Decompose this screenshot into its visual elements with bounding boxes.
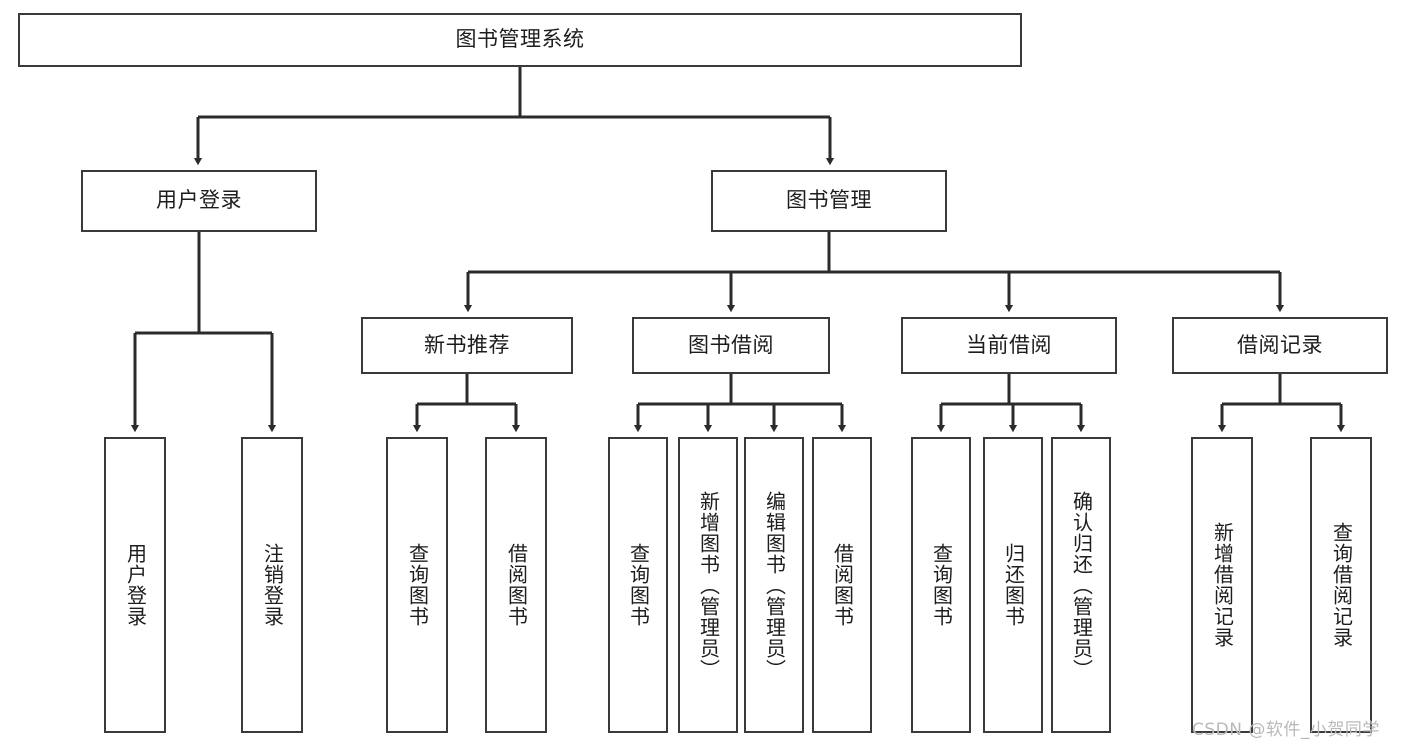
edge-currentborrow-to-leaves xyxy=(936,374,1086,433)
node-leaf-add-book-admin[interactable]: 新增图书（管理员） xyxy=(678,437,738,733)
node-leaf-borrow-book[interactable]: 借阅图书 xyxy=(812,437,872,733)
edge-bookborrow-to-leaves xyxy=(633,374,847,433)
edge-borrowrecord-to-leaves xyxy=(1217,374,1346,433)
node-book-management-label: 图书管理 xyxy=(786,188,872,213)
node-leaf-return-book[interactable]: 归还图书 xyxy=(983,437,1043,733)
node-user-login[interactable]: 用户登录 xyxy=(81,170,317,232)
node-borrow-record[interactable]: 借阅记录 xyxy=(1172,317,1388,374)
node-new-book-recommend-label: 新书推荐 xyxy=(424,332,510,357)
node-leaf-user-login-label: 用户登录 xyxy=(123,543,148,627)
node-leaf-confirm-return-admin[interactable]: 确认归还（管理员） xyxy=(1051,437,1111,733)
node-leaf-user-logout[interactable]: 注销登录 xyxy=(241,437,303,733)
node-root-label: 图书管理系统 xyxy=(455,27,585,52)
edge-userlogin-to-leaves xyxy=(130,232,277,433)
node-root[interactable]: 图书管理系统 xyxy=(18,13,1022,67)
node-leaf-query-borrow-record[interactable]: 查询借阅记录 xyxy=(1310,437,1372,733)
node-leaf-edit-book-admin[interactable]: 编辑图书（管理员） xyxy=(744,437,804,733)
node-current-borrow[interactable]: 当前借阅 xyxy=(901,317,1117,374)
node-leaf-user-login[interactable]: 用户登录 xyxy=(104,437,166,733)
node-new-book-recommend[interactable]: 新书推荐 xyxy=(361,317,573,374)
node-leaf-user-logout-label: 注销登录 xyxy=(260,543,285,627)
edge-bookmgmt-to-level3 xyxy=(463,232,1285,313)
node-leaf-confirm-return-admin-label: 确认归还（管理员） xyxy=(1069,490,1094,680)
node-leaf-return-book-label: 归还图书 xyxy=(1001,543,1026,627)
node-book-borrow-label: 图书借阅 xyxy=(688,332,774,357)
node-leaf-borrow-book-label: 借阅图书 xyxy=(830,543,855,627)
node-current-borrow-label: 当前借阅 xyxy=(966,332,1052,357)
node-book-borrow[interactable]: 图书借阅 xyxy=(632,317,830,374)
node-leaf-query-book-recommend[interactable]: 查询图书 xyxy=(386,437,448,733)
node-leaf-borrow-book-recommend[interactable]: 借阅图书 xyxy=(485,437,547,733)
node-user-login-label: 用户登录 xyxy=(156,188,242,213)
node-book-management[interactable]: 图书管理 xyxy=(711,170,947,232)
node-leaf-query-borrow-record-label: 查询借阅记录 xyxy=(1329,522,1354,648)
edge-root-to-level2 xyxy=(193,67,835,166)
node-leaf-add-book-admin-label: 新增图书（管理员） xyxy=(696,490,721,680)
node-leaf-edit-book-admin-label: 编辑图书（管理员） xyxy=(762,490,787,680)
node-leaf-query-book-recommend-label: 查询图书 xyxy=(405,543,430,627)
node-leaf-query-book-current[interactable]: 查询图书 xyxy=(911,437,971,733)
node-leaf-query-book-current-label: 查询图书 xyxy=(929,543,954,627)
node-borrow-record-label: 借阅记录 xyxy=(1237,332,1323,357)
node-leaf-query-book-borrow[interactable]: 查询图书 xyxy=(608,437,668,733)
edge-recommend-to-leaves xyxy=(412,374,521,433)
node-leaf-borrow-book-recommend-label: 借阅图书 xyxy=(504,543,529,627)
node-leaf-add-borrow-record-label: 新增借阅记录 xyxy=(1210,522,1235,648)
node-leaf-add-borrow-record[interactable]: 新增借阅记录 xyxy=(1191,437,1253,733)
node-leaf-query-book-borrow-label: 查询图书 xyxy=(626,543,651,627)
